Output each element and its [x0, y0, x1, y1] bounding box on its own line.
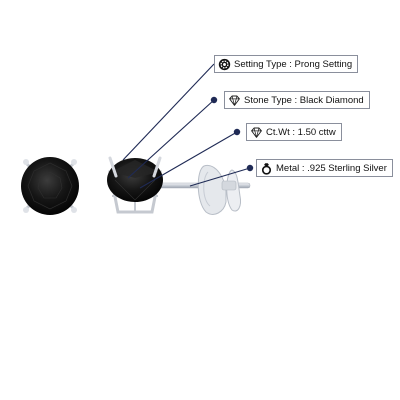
callout-stone-type: Stone Type : Black Diamond: [224, 91, 370, 109]
callout-stone-type-label: Stone Type : Black Diamond: [244, 94, 364, 106]
ring-icon: [260, 162, 273, 175]
callout-metal-label: Metal : .925 Sterling Silver: [276, 162, 387, 174]
callout-carat-weight-label: Ct.Wt : 1.50 cttw: [266, 126, 336, 138]
diamond-icon: [228, 94, 241, 107]
callout-setting-type-label: Setting Type : Prong Setting: [234, 58, 353, 70]
diamond-icon: [250, 126, 263, 139]
callout-setting-type: Setting Type : Prong Setting: [214, 55, 359, 73]
gear-icon: [218, 58, 231, 71]
earring-side-view: [107, 156, 251, 215]
leader-line-metal: [189, 167, 251, 187]
leader-line-stone: [127, 99, 215, 179]
callout-metal: Metal : .925 Sterling Silver: [256, 159, 393, 177]
leader-dot-stone: [210, 96, 218, 104]
leader-dot-ctwt: [233, 128, 241, 136]
leader-dot-metal: [246, 164, 254, 172]
callout-carat-weight: Ct.Wt : 1.50 cttw: [246, 123, 342, 141]
earring-front-view: [21, 157, 79, 215]
leader-lines: [122, 63, 254, 189]
leader-line-setting: [122, 63, 215, 161]
leader-line-ctwt: [139, 131, 238, 189]
